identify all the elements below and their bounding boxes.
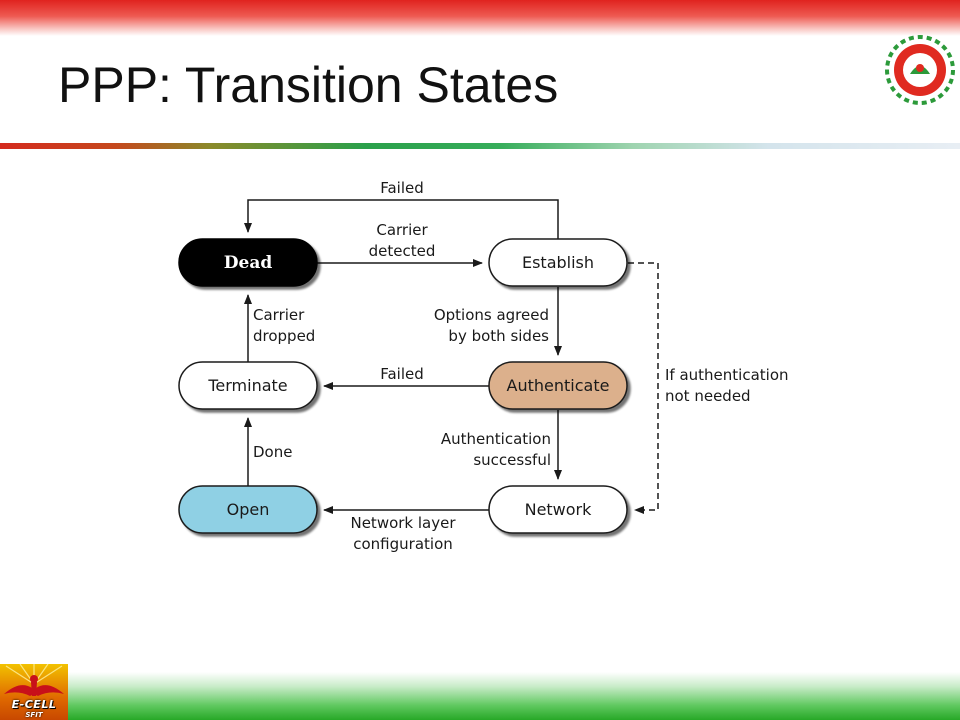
- label-carrier-dropped-line1: Carrier: [253, 306, 305, 324]
- state-network: Network: [488, 485, 628, 534]
- slide-title: PPP: Transition States: [58, 57, 559, 113]
- label-done: Done: [253, 443, 292, 461]
- label-auth-successful-line1: Authentication: [441, 430, 551, 448]
- state-establish-label: Establish: [522, 253, 594, 272]
- bottom-color-band: [0, 672, 960, 720]
- state-open-label: Open: [227, 500, 270, 519]
- ecell-logo-subtext: SFIT: [25, 711, 43, 719]
- state-dead-label: Dead: [224, 253, 273, 273]
- label-auth-not-needed-line2: not needed: [665, 387, 751, 405]
- label-carrier-detected-line1: Carrier: [376, 221, 428, 239]
- state-authenticate: Authenticate: [488, 361, 628, 410]
- label-network-config-line2: configuration: [353, 535, 453, 553]
- label-auth-successful-line2: successful: [473, 451, 551, 469]
- ecell-figure-icon: [4, 664, 64, 696]
- state-network-label: Network: [525, 500, 593, 519]
- label-failed-mid: Failed: [380, 365, 424, 383]
- state-dead: Dead: [178, 238, 318, 287]
- label-auth-not-needed-line1: If authentication: [665, 366, 789, 384]
- state-authenticate-label: Authenticate: [507, 376, 610, 395]
- label-options-agreed-line2: by both sides: [448, 327, 549, 345]
- state-establish: Establish: [488, 238, 628, 287]
- label-network-config-line1: Network layer: [350, 514, 456, 532]
- ecell-logo: E-CELL SFIT: [0, 664, 68, 720]
- institution-emblem-icon: [885, 35, 955, 105]
- label-options-agreed-line1: Options agreed: [434, 306, 549, 324]
- label-carrier-dropped-line2: dropped: [253, 327, 315, 345]
- state-terminate-label: Terminate: [207, 376, 287, 395]
- top-color-band: [0, 0, 960, 36]
- state-terminate: Terminate: [178, 361, 318, 410]
- label-failed-top: Failed: [380, 179, 424, 197]
- label-carrier-detected-line2: detected: [369, 242, 436, 260]
- title-underline: [0, 143, 960, 149]
- state-open: Open: [178, 485, 318, 534]
- ecell-logo-text: E-CELL: [11, 698, 57, 711]
- edge-establish-to-dead-failed: [244, 199, 559, 239]
- edge-establish-to-network-dashed: [628, 262, 659, 514]
